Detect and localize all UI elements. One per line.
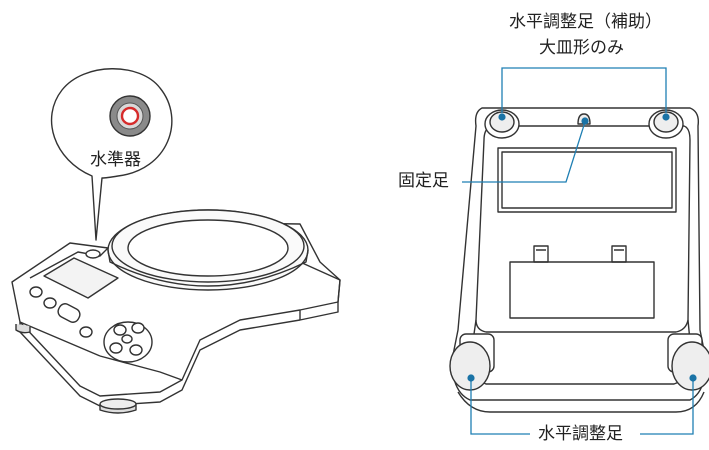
callout-dots (467, 113, 697, 382)
balance-illustration (11, 209, 341, 414)
fixed-foot-label: 固定足 (398, 171, 449, 191)
leveling-feet-leader-left (470, 378, 530, 435)
level-label: 水準器 (90, 150, 141, 170)
leveling-feet-leader-right (640, 378, 694, 435)
aux-feet-sublabel: 大皿形のみ (539, 38, 624, 58)
level-callout (50, 68, 173, 241)
aux-feet-label: 水平調整足（補助） (509, 12, 662, 32)
balance-underside-illustration (449, 107, 709, 413)
level-vial-icon (109, 95, 151, 137)
callout-lines (462, 67, 694, 435)
leveling-feet-label: 水平調整足 (538, 424, 623, 444)
aux-feet-leader (501, 67, 667, 113)
fixed-foot-leader (462, 121, 586, 183)
